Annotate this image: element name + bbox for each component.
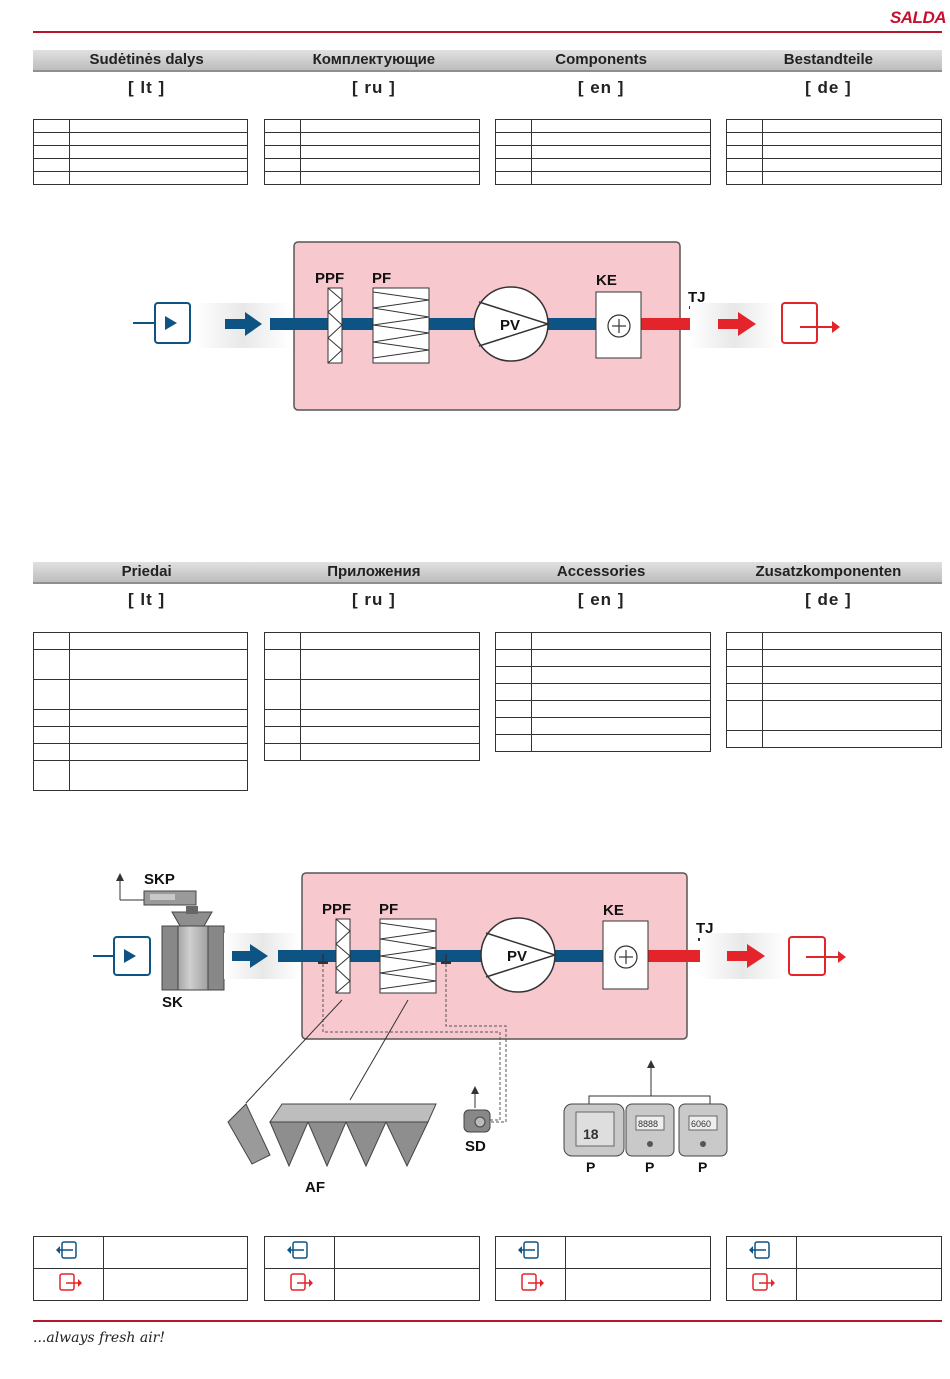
pf-label: PF [372,270,391,287]
components-table-lt [33,119,248,185]
components-lang-row: [ lt ] [ ru ] [ en ] [ de ] [33,78,942,98]
supply-air-icon [517,1241,539,1259]
controller-panel-3: 6060 P [678,1103,728,1175]
header-lt: Sudėtinės dalys [89,51,204,68]
ppf-label: PPF [315,270,344,287]
controller-panel-2: 8888 P [625,1103,675,1175]
prefilter: PPF [315,270,344,364]
slogan: ...always fresh air! [33,1330,166,1346]
sd-label: SD [465,1138,486,1155]
brand-logo: SALDA [889,8,947,27]
filter-icon: PF [379,901,437,994]
damper-actuator: SKP [116,871,197,906]
prefilter: PPF [322,901,351,994]
accessories-header: Priedai Приложения Accessories Zusatzkom… [33,562,942,584]
heater-icon: KE [595,272,642,359]
legend-table-ru [264,1236,480,1301]
pressure-switch: SD [463,1086,491,1155]
supply-air-icon [93,936,151,976]
header-de: Zusatzkomponenten [755,563,902,580]
pv-label: PV [500,317,520,334]
pf-label: PF [379,901,398,918]
exhaust-air-icon [751,1273,775,1291]
header-de: Bestandteile [783,51,873,68]
arrow-right-icon [718,312,756,336]
panel-2-readout: 8888 [638,1119,658,1129]
ppf-label: PPF [322,901,351,918]
header-ru: Комплектующие [312,51,436,68]
af-label: AF [305,1179,325,1196]
filter-icon: PF [372,270,430,364]
legend-table-en [495,1236,711,1301]
lang-en: [ en ] [577,78,625,97]
components-table-de [726,119,942,185]
tj-label: TJ [696,920,714,937]
supply-air-icon [133,302,191,344]
lang-en: [ en ] [577,590,625,609]
accessories-table-ru [264,632,480,761]
lang-de: [ de ] [805,590,852,609]
accessories-table-en [495,632,711,752]
p3-label: P [698,1159,707,1175]
accessories-table-lt [33,632,248,791]
exhaust-air-icon [781,302,840,344]
exhaust-air-icon [58,1273,82,1291]
lang-lt: [ lt ] [128,78,166,97]
fan-icon: PV [480,917,558,993]
lang-lt: [ lt ] [128,590,166,609]
lang-ru: [ ru ] [351,590,396,609]
header-lt: Priedai [121,563,172,580]
air-damper: SK [161,906,225,1011]
header-en: Components [555,51,647,68]
top-divider [33,31,942,33]
legend-table-de [726,1236,942,1301]
ke-label: KE [603,902,624,919]
lang-de: [ de ] [805,78,852,97]
fan-icon: PV [473,286,551,362]
arrow-right-icon [727,944,765,968]
controller-panel-main: 18 P [563,1103,625,1175]
unit-diagram-basic: PPF PF PV KE TJ [133,241,840,411]
lang-ru: [ ru ] [351,78,396,97]
panel-main-readout: 18 [583,1126,599,1142]
p2-label: P [645,1159,654,1175]
legend-table-lt [33,1236,248,1301]
bottom-divider [33,1320,942,1322]
supply-air-icon [286,1241,308,1259]
sk-label: SK [162,994,183,1011]
unit-diagram-accessories: SKP SK PPF PF PV [93,871,846,1196]
exhaust-air-icon [289,1273,313,1291]
header-ru: Приложения [327,563,421,580]
supply-air-icon [55,1241,77,1259]
accessories-lang-row: [ lt ] [ ru ] [ en ] [ de ] [33,590,942,610]
components-header: Sudėtinės dalys Комплектующие Components… [33,50,942,72]
skp-label: SKP [144,871,175,888]
supply-air-icon [748,1241,770,1259]
pv-label: PV [507,948,527,965]
heater-icon: KE [602,902,649,990]
components-table-en [495,119,711,185]
air-filter-set: AF [227,1103,437,1196]
header-en: Accessories [556,563,646,580]
components-table-ru [264,119,480,185]
arrow-right-icon [225,312,262,336]
ke-label: KE [596,272,617,289]
accessories-table-de [726,632,942,748]
p1-label: P [586,1159,595,1175]
panel-3-readout: 6060 [691,1119,711,1129]
tj-label: TJ [688,289,706,306]
arrow-right-icon [232,944,268,968]
exhaust-air-icon [520,1273,544,1291]
exhaust-air-icon [788,936,846,976]
